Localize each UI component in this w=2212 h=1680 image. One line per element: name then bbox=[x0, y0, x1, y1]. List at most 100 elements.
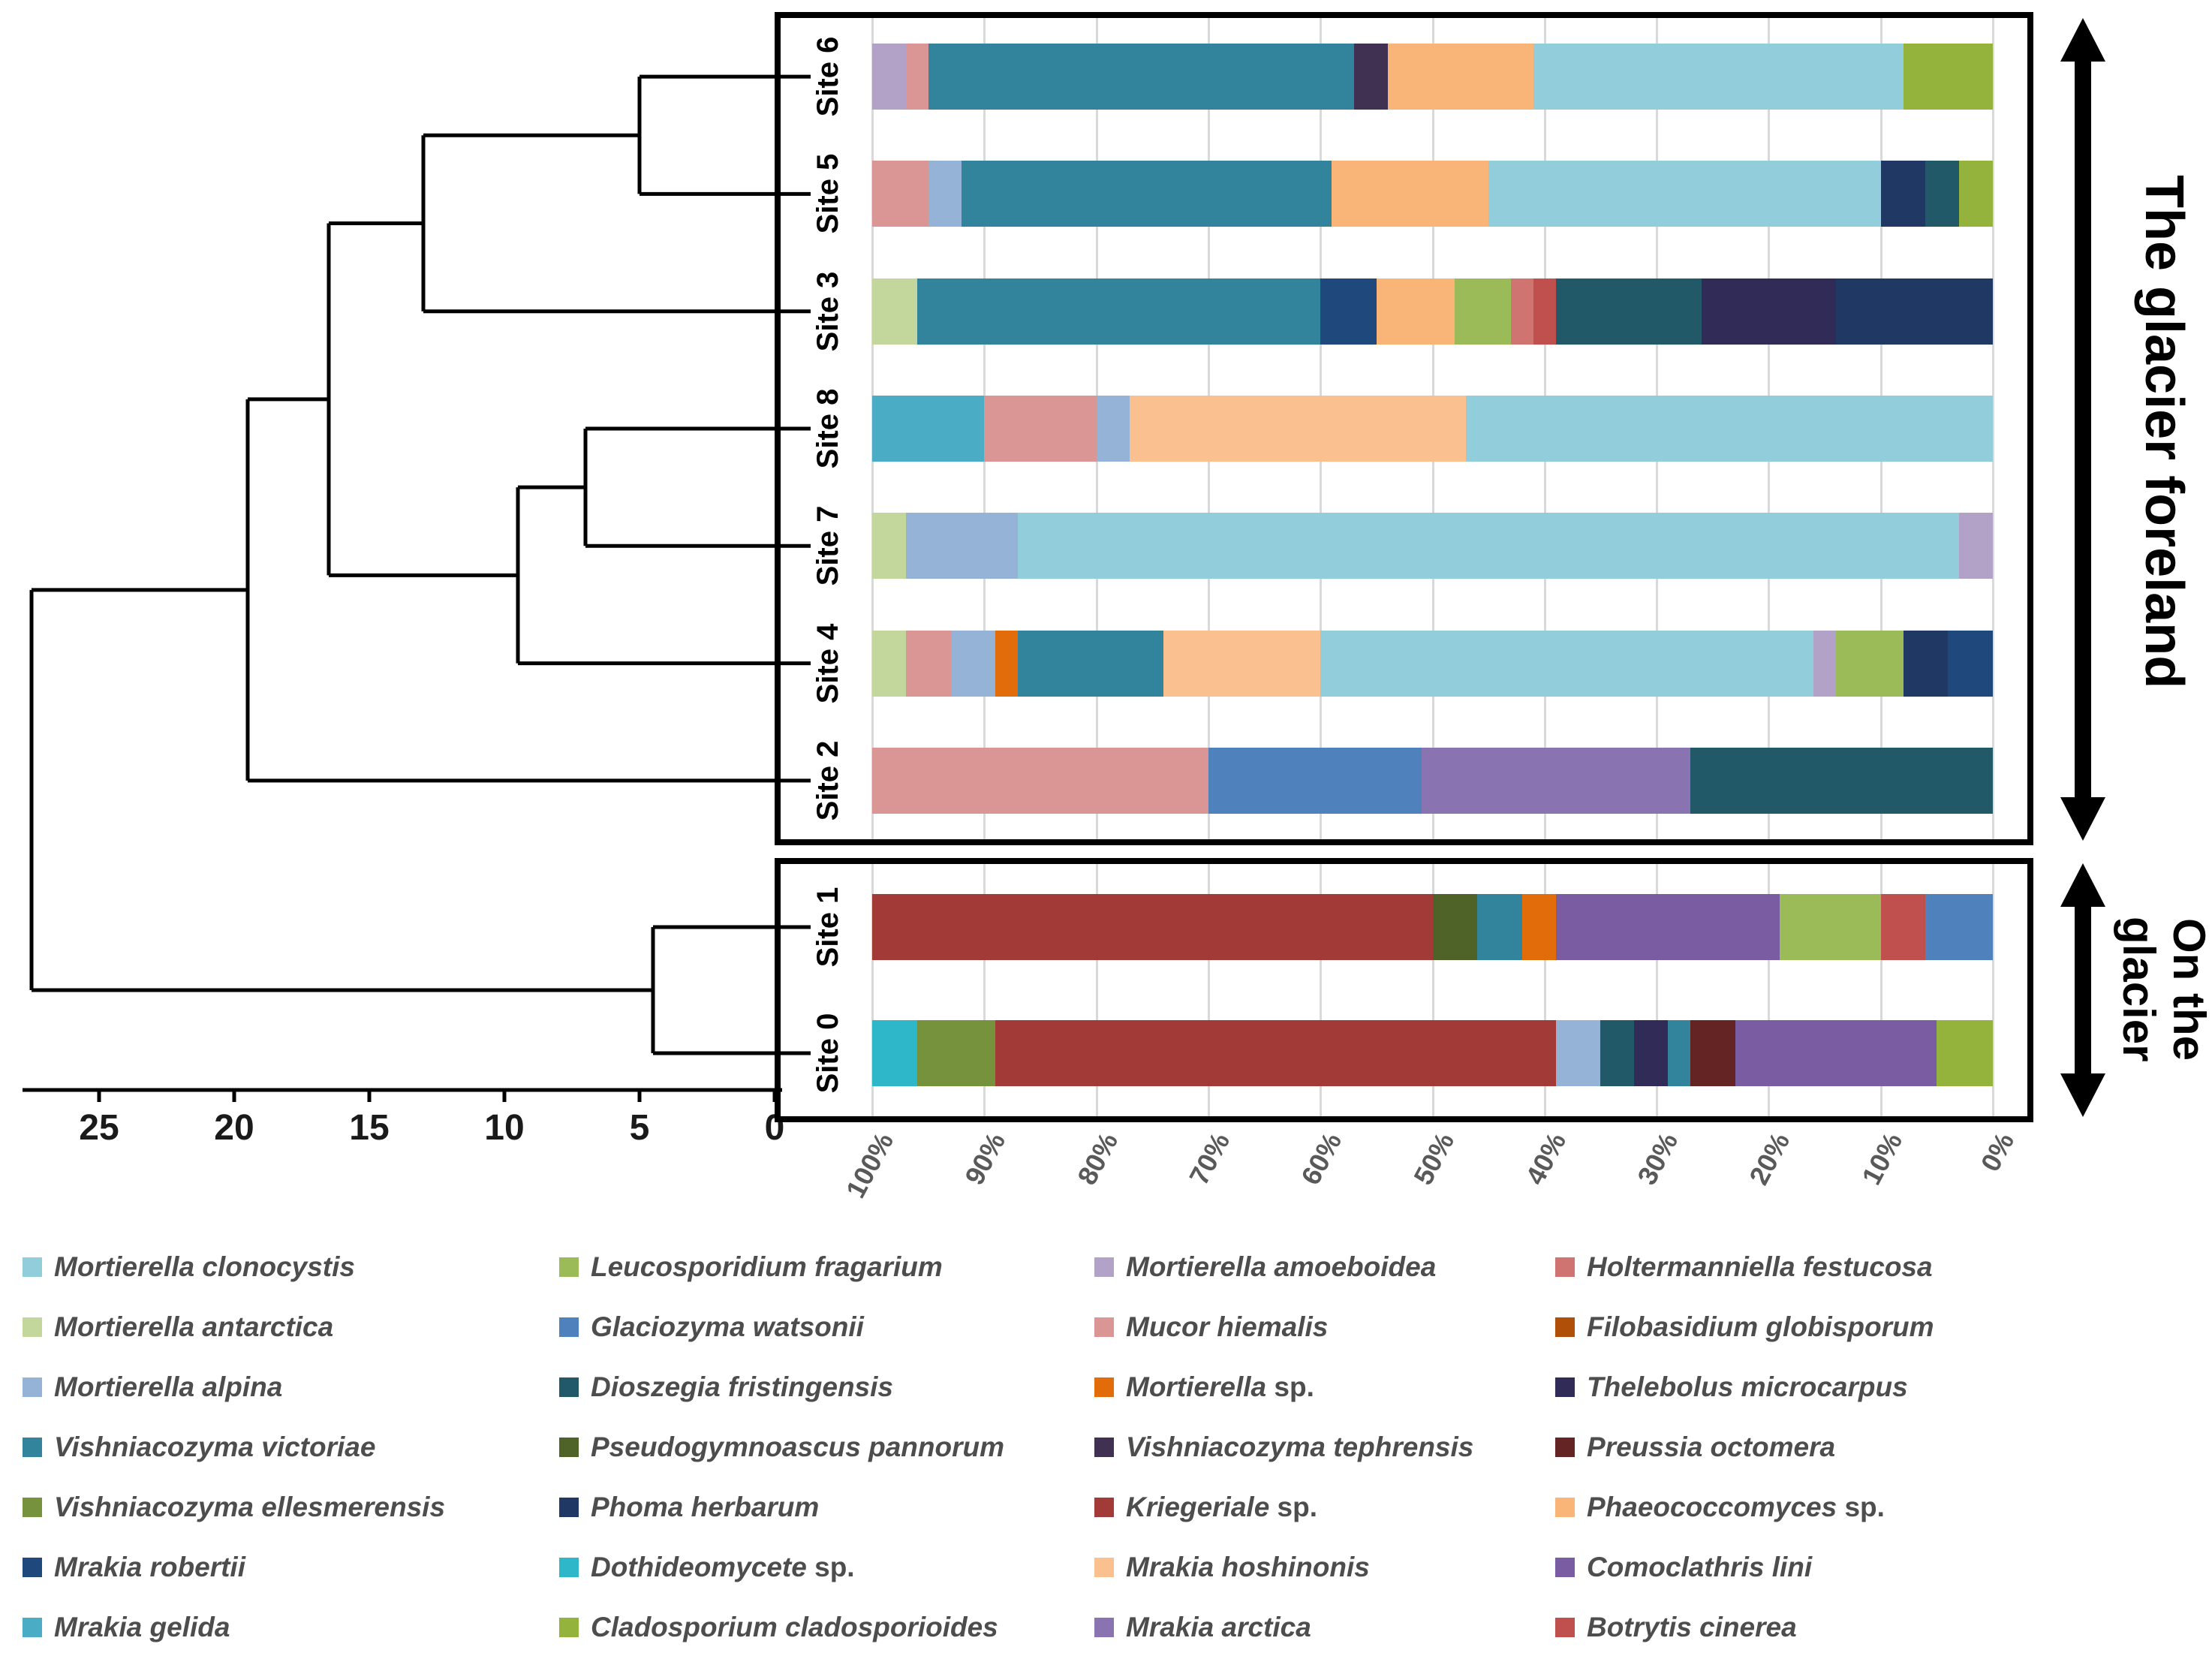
legend-item: Dioszegia fristingensis bbox=[559, 1357, 1004, 1417]
bar-segment bbox=[1835, 630, 1904, 697]
bar-segment bbox=[1600, 1020, 1635, 1086]
legend-item: Kriegeriale sp. bbox=[1094, 1477, 1473, 1537]
legend-label: Glaciozyma watsonii bbox=[591, 1311, 864, 1342]
x-axis-label: 10% bbox=[1855, 1128, 1908, 1190]
bar-segment bbox=[872, 278, 917, 345]
legend-swatch bbox=[1094, 1438, 1114, 1457]
legend-item: Comoclathris lini bbox=[1555, 1537, 1934, 1597]
bar-site-8 bbox=[872, 396, 1993, 462]
bar-segment bbox=[1925, 161, 1960, 227]
legend-label: Mucor hiemalis bbox=[1126, 1311, 1329, 1342]
gridline bbox=[1656, 864, 1659, 1116]
foreland-arrow-shaft bbox=[2075, 56, 2091, 803]
legend-swatch bbox=[1094, 1498, 1114, 1517]
legend-swatch bbox=[1555, 1377, 1575, 1397]
bar-segment bbox=[1937, 1020, 1993, 1086]
legend-swatch bbox=[23, 1377, 42, 1397]
x-axis-label: 20% bbox=[1743, 1128, 1796, 1190]
bar-segment bbox=[1320, 630, 1814, 697]
x-axis-label: 0% bbox=[1974, 1128, 2021, 1177]
legend-item: Glaciozyma watsonii bbox=[559, 1297, 1004, 1357]
legend-item: Phaeococcomyces sp. bbox=[1555, 1477, 1934, 1537]
bar-segment bbox=[872, 1020, 917, 1086]
legend-swatch bbox=[1094, 1257, 1114, 1277]
bar-site-0 bbox=[872, 1020, 1993, 1086]
bar-segment bbox=[872, 747, 1208, 814]
legend-item: Filobasidium globisporum bbox=[1555, 1297, 1934, 1357]
bar-site-6 bbox=[872, 44, 1993, 110]
x-axis-label: 50% bbox=[1407, 1128, 1460, 1190]
bar-segment bbox=[916, 278, 1321, 345]
legend-item: Mortierella antarctica bbox=[23, 1297, 445, 1357]
bar-segment bbox=[1880, 161, 1926, 227]
bar-segment bbox=[1555, 278, 1702, 345]
legend-label: Phoma herbarum bbox=[591, 1492, 820, 1522]
bar-segment bbox=[872, 630, 906, 697]
legend-swatch bbox=[559, 1257, 579, 1277]
legend-item: Vishniacozyma tephrensis bbox=[1094, 1417, 1473, 1477]
legend-label: Mrakia arctica bbox=[1126, 1612, 1311, 1642]
bar-segment bbox=[1387, 44, 1533, 110]
bar-segment bbox=[928, 161, 962, 227]
bar-segment bbox=[872, 396, 985, 462]
legend-item: Preussia octomera bbox=[1555, 1417, 1934, 1477]
legend-swatch bbox=[1555, 1558, 1575, 1577]
legend-swatch bbox=[23, 1558, 42, 1577]
bar-segment bbox=[995, 630, 1019, 697]
gridline bbox=[871, 864, 874, 1116]
bar-segment bbox=[1488, 161, 1881, 227]
bar-segment bbox=[1466, 396, 1993, 462]
legend-label: Comoclathris lini bbox=[1587, 1552, 1813, 1582]
legend-label: Thelebolus microcarpus bbox=[1587, 1371, 1908, 1402]
dendrogram-axis-tick-label: 25 bbox=[79, 1108, 119, 1148]
bar-segment bbox=[1835, 278, 1993, 345]
bar-segment bbox=[1353, 44, 1388, 110]
legend-swatch bbox=[23, 1438, 42, 1457]
legend-item: Mrakia gelida bbox=[23, 1597, 445, 1657]
bar-segment bbox=[1332, 161, 1489, 227]
legend-label: Mortierella amoeboidea bbox=[1126, 1251, 1437, 1282]
legend-swatch bbox=[23, 1317, 42, 1337]
legend-item: Mrakia hoshinonis bbox=[1094, 1537, 1473, 1597]
site-label: Site 4 bbox=[811, 623, 844, 703]
legend-swatch bbox=[1094, 1558, 1114, 1577]
legend-swatch bbox=[1555, 1317, 1575, 1337]
bar-site-1 bbox=[872, 894, 1993, 960]
legend-label: Cladosporium cladosporioides bbox=[591, 1612, 998, 1642]
site-label: Site 7 bbox=[811, 505, 844, 586]
gridline bbox=[1992, 864, 1994, 1116]
legend-swatch bbox=[23, 1618, 42, 1637]
legend-label: Mortierella antarctica bbox=[54, 1311, 334, 1342]
legend-swatch bbox=[23, 1498, 42, 1517]
legend-swatch bbox=[559, 1438, 579, 1457]
legend-item: Mrakia arctica bbox=[1094, 1597, 1473, 1657]
legend-item: Pseudogymnoascus pannorum bbox=[559, 1417, 1004, 1477]
legend-swatch bbox=[1094, 1618, 1114, 1637]
bar-segment bbox=[905, 630, 951, 697]
gridline bbox=[1207, 864, 1210, 1116]
bar-segment bbox=[872, 513, 906, 580]
dendrogram-axis-tick-label: 5 bbox=[630, 1108, 650, 1148]
bar-segment bbox=[1320, 278, 1377, 345]
bar-segment bbox=[1555, 894, 1780, 960]
bar-segment bbox=[1376, 278, 1455, 345]
legend-item: Mrakia robertii bbox=[23, 1537, 445, 1597]
gridline bbox=[1879, 864, 1882, 1116]
bar-segment bbox=[1555, 1020, 1601, 1086]
bar-segment bbox=[1668, 1020, 1690, 1086]
x-axis-label: 70% bbox=[1183, 1128, 1236, 1190]
bar-segment bbox=[905, 513, 1019, 580]
gridline bbox=[1543, 864, 1546, 1116]
bar-segment bbox=[872, 894, 1433, 960]
gridline bbox=[983, 864, 986, 1116]
bar-segment bbox=[905, 44, 928, 110]
site-label: Site 0 bbox=[811, 1013, 844, 1094]
bar-segment bbox=[962, 161, 1332, 227]
legend-swatch bbox=[1555, 1618, 1575, 1637]
bar-segment bbox=[984, 396, 1097, 462]
bar-segment bbox=[1096, 396, 1130, 462]
